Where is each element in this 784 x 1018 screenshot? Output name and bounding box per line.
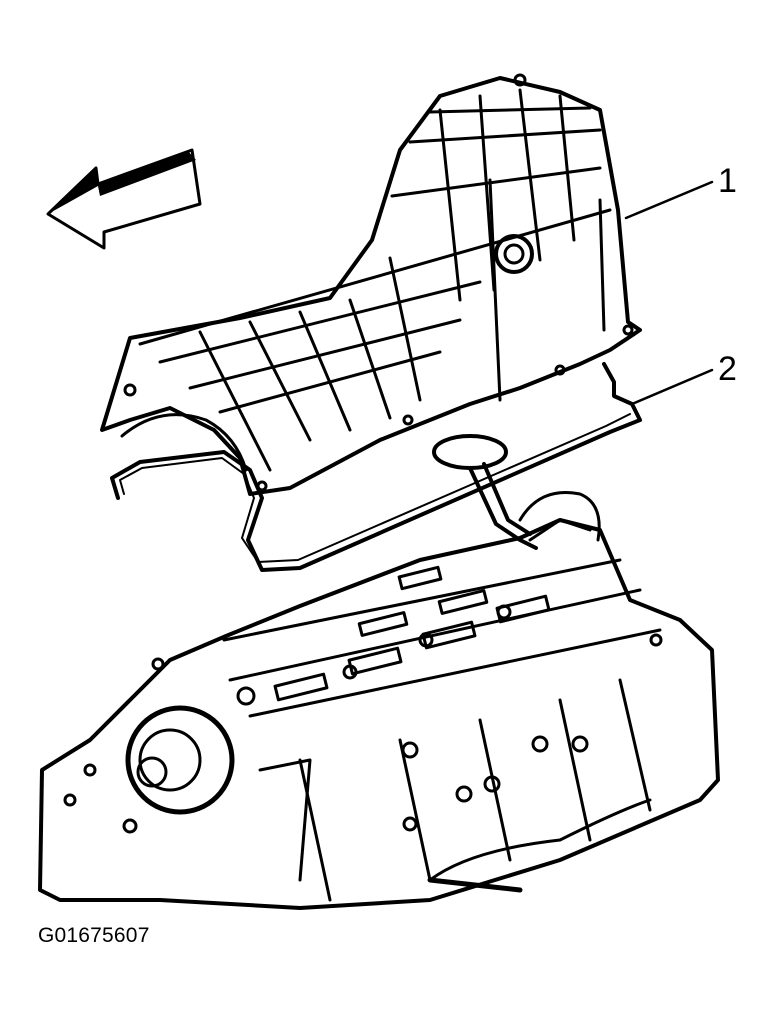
engine-block: [38, 491, 720, 910]
direction-arrow-icon: [46, 148, 202, 250]
figure-id-label: G01675607: [38, 924, 150, 947]
callout-2: 2: [630, 350, 737, 406]
oil-pan-gasket: [110, 362, 642, 572]
callout-1: 1: [624, 162, 737, 220]
oil-pan: [100, 73, 642, 496]
callout-number-1: 1: [718, 162, 737, 200]
callout-number-2: 2: [718, 350, 737, 388]
oil-pickup-tube: [432, 434, 538, 550]
